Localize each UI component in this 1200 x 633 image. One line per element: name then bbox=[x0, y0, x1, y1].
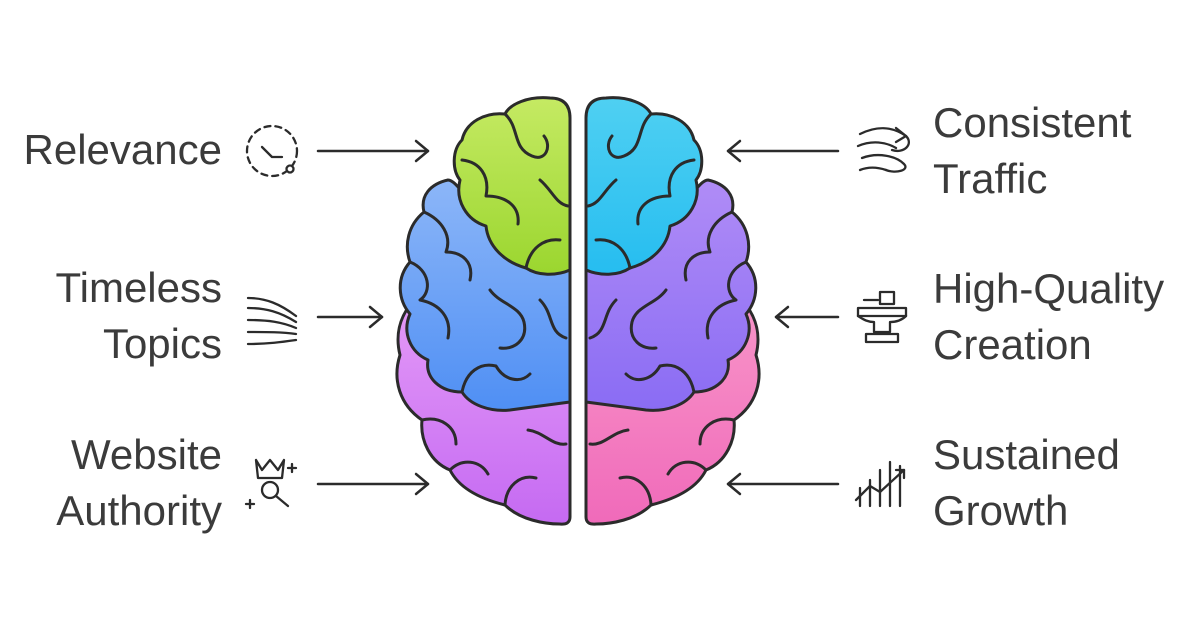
label-line: Creation bbox=[933, 321, 1092, 368]
flow-arrows-icon bbox=[856, 126, 910, 173]
label-line: Relevance bbox=[23, 126, 222, 173]
left-hemisphere bbox=[395, 96, 572, 526]
label-relevance: Relevance bbox=[24, 122, 222, 178]
arrow-consistent-traffic bbox=[726, 139, 840, 163]
label-line: Growth bbox=[933, 487, 1069, 534]
arrow-relevance bbox=[316, 139, 430, 163]
growth-chart-icon bbox=[854, 460, 906, 508]
arrow-timeless-topics bbox=[316, 305, 384, 329]
label-timeless-topics: Timeless Topics bbox=[56, 260, 222, 372]
arrow-sustained-growth bbox=[726, 472, 840, 496]
label-line: Topics bbox=[102, 320, 222, 367]
label-consistent-traffic: Consistent Traffic bbox=[933, 95, 1131, 207]
clock-icon bbox=[245, 124, 299, 178]
label-line: Authority bbox=[56, 487, 222, 534]
label-line: High-Quality bbox=[933, 265, 1165, 312]
right-hemisphere bbox=[584, 96, 761, 526]
label-line: Consistent bbox=[933, 99, 1132, 146]
label-line: Traffic bbox=[933, 155, 1048, 202]
left-folds bbox=[408, 112, 570, 507]
arrow-high-quality-creation bbox=[774, 305, 840, 329]
arrow-website-authority bbox=[316, 472, 430, 496]
label-line: Website bbox=[71, 431, 222, 478]
anvil-icon bbox=[856, 290, 908, 344]
label-line: Sustained bbox=[933, 431, 1120, 478]
right-folds bbox=[586, 112, 748, 507]
crown-magnifier-icon bbox=[244, 458, 298, 510]
label-website-authority: Website Authority bbox=[56, 427, 222, 539]
wind-lines-icon bbox=[246, 296, 298, 346]
label-sustained-growth: Sustained Growth bbox=[933, 427, 1120, 539]
label-line: Timeless bbox=[55, 264, 222, 311]
label-high-quality-creation: High-Quality Creation bbox=[933, 261, 1164, 373]
